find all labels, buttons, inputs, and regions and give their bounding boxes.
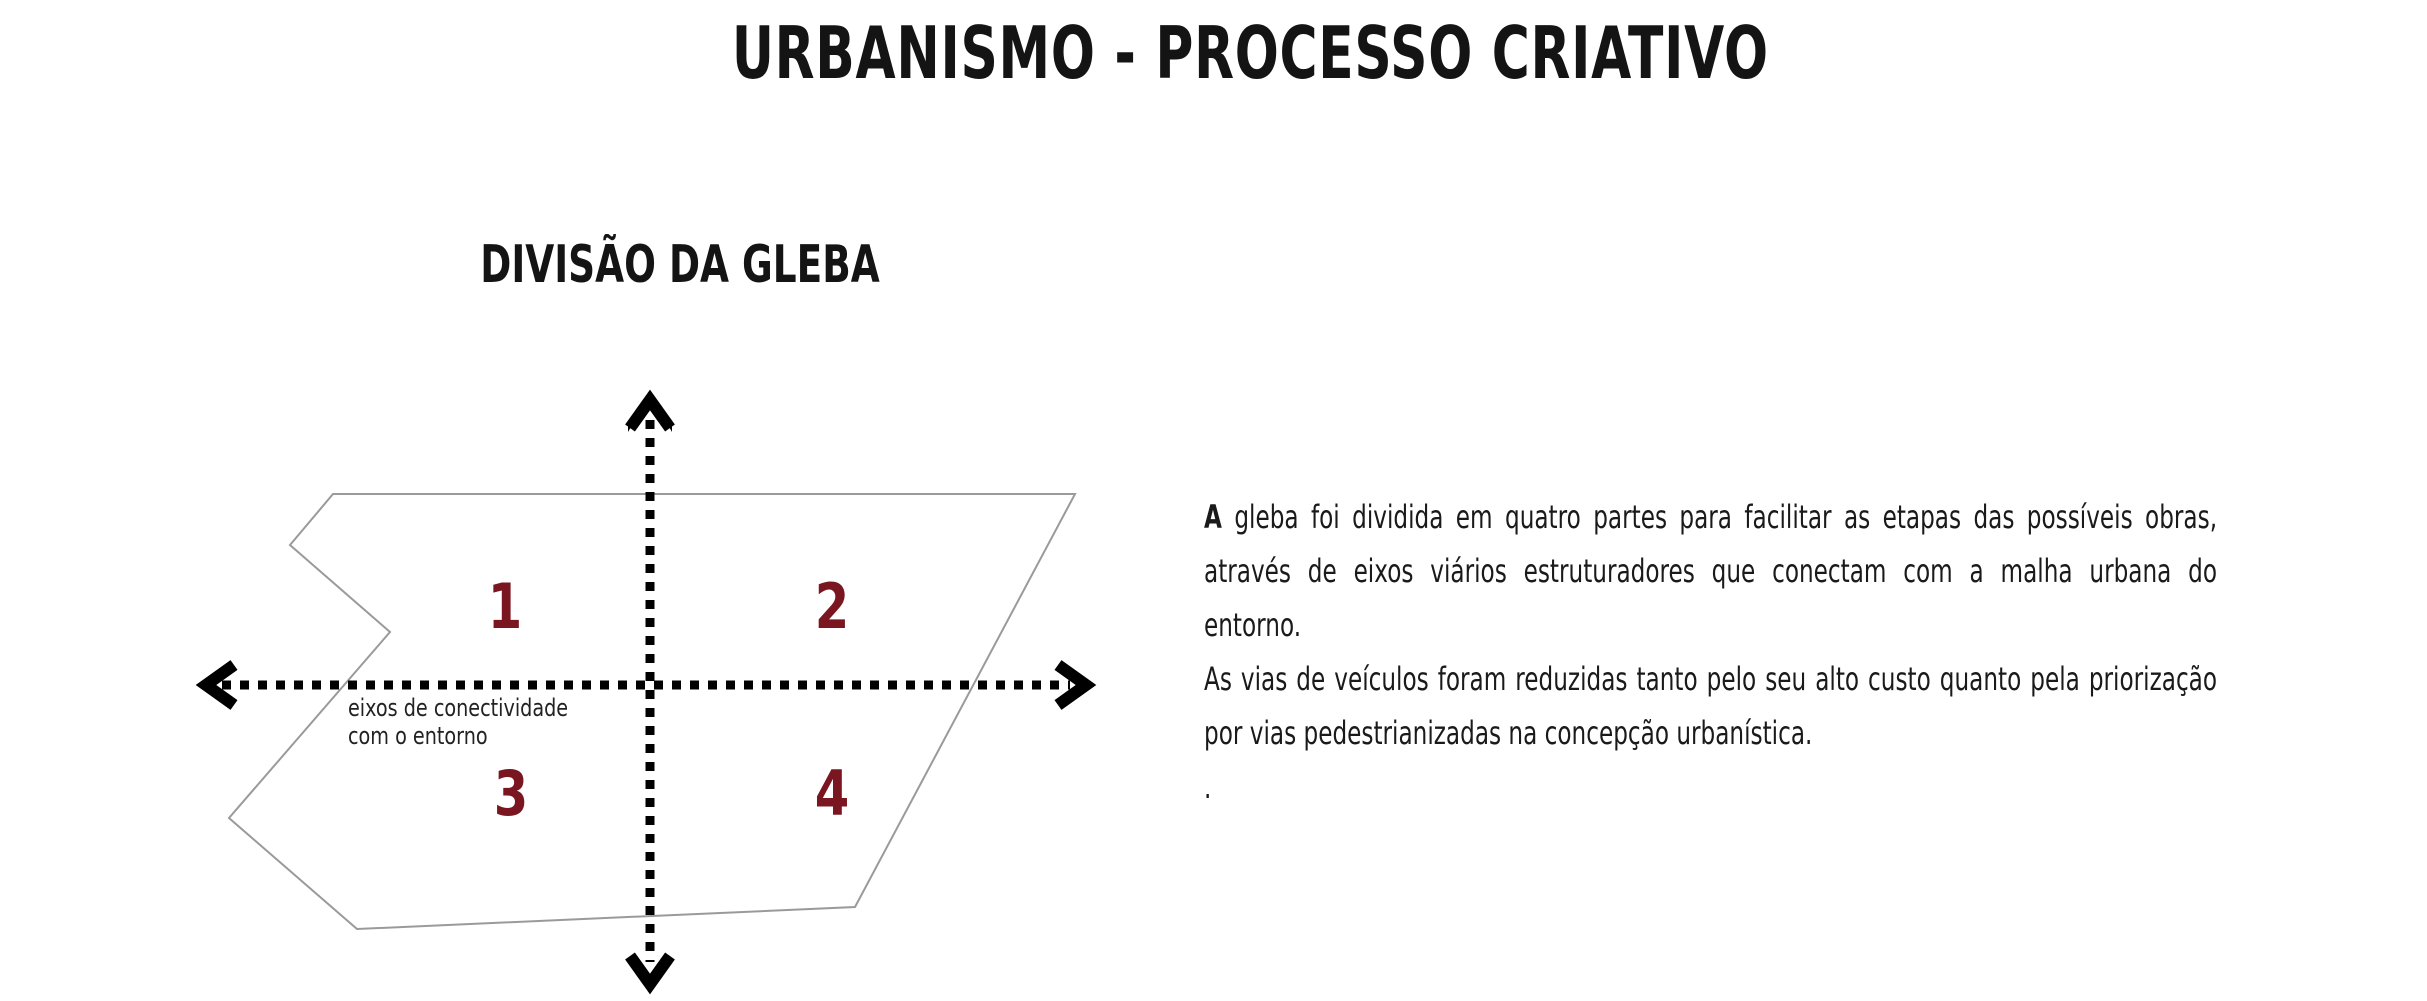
part-4-label: 4 (815, 759, 850, 831)
section-title: DIVISÃO DA GLEBA (480, 235, 880, 295)
gleba-division-diagram: 1 2 3 4 eixos de conectividade com o ent… (195, 389, 1097, 995)
gleba-outline (227, 493, 1077, 931)
part-3-label: 3 (494, 759, 529, 831)
part-2-label: 2 (815, 572, 850, 644)
arrow-right-head-icon (1054, 660, 1097, 710)
arrow-up-head-icon (625, 389, 675, 432)
description-text: A gleba foi dividida em quatro partes pa… (1204, 490, 2217, 814)
description-trailing-dot: . (1204, 768, 1212, 806)
part-1-label: 1 (488, 572, 523, 644)
description-paragraph-1-text: gleba foi dividida em quatro partes para… (1204, 498, 2218, 644)
description-paragraph-2: As vias de veículos foram reduzidas tant… (1204, 660, 2218, 752)
arrow-down-head-icon (625, 952, 675, 995)
axis-label-line1: eixos de conectividade (348, 695, 568, 723)
axis-label-line2: com o entorno (348, 723, 488, 751)
arrow-left-head-icon (195, 660, 238, 710)
description-paragraph-1: A gleba foi dividida em quatro partes pa… (1204, 490, 2217, 652)
page-title: URBANISMO - PROCESSO CRIATIVO (731, 11, 1769, 95)
description-lead: A (1204, 498, 1222, 536)
